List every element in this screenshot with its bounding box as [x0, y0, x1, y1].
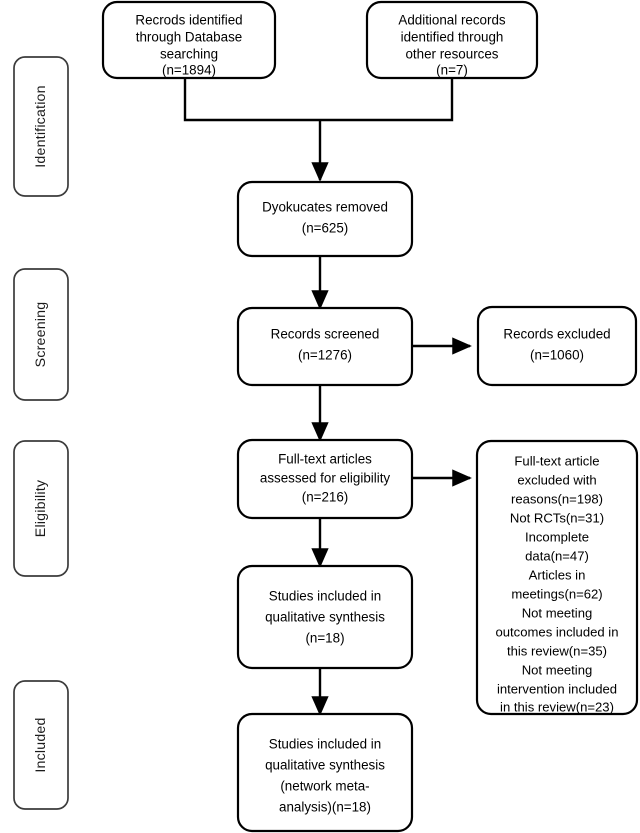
node-network-meta-analysis-box	[236, 712, 414, 833]
node-records-screened-box	[236, 306, 414, 387]
node-additional-records-box	[365, 0, 539, 80]
connector-merge-identification	[183, 78, 454, 122]
node-qualitative-synthesis-box	[236, 564, 414, 670]
node-database-records-line-2: through Database	[136, 30, 242, 45]
node-fulltext-excluded-line-11: this review(n=35)	[507, 643, 607, 658]
node-fulltext-assessed-line-3: (n=216)	[302, 490, 349, 505]
node-fulltext-assessed: Full-text articles assessed for eligibil…	[236, 438, 414, 520]
node-fulltext-excluded-line-6: data(n=47)	[525, 548, 589, 563]
node-network-meta-analysis: Studies included in qualitative synthesi…	[236, 712, 414, 833]
node-network-meta-analysis-line-4: analysis)(n=18)	[279, 800, 371, 815]
node-additional-records: Additional records identified through ot…	[365, 0, 539, 80]
node-fulltext-excluded-line-4: Not RCTs(n=31)	[510, 510, 604, 525]
stage-screening-box	[13, 268, 69, 401]
stage-included-text: Included	[33, 717, 49, 772]
node-fulltext-excluded-line-5: Incomplete	[525, 529, 589, 544]
node-database-records-box	[101, 0, 277, 80]
node-fulltext-assessed-box	[236, 438, 414, 520]
node-fulltext-excluded-line-7: Articles in	[529, 567, 586, 582]
node-fulltext-excluded-box	[475, 439, 639, 716]
node-fulltext-excluded-line-2: excluded with	[517, 472, 596, 487]
node-network-meta-analysis-line-1: Studies included in	[269, 737, 381, 752]
node-database-records: Recrods identified through Database sear…	[101, 0, 277, 80]
node-records-screened-line-2: (n=1276)	[298, 348, 352, 363]
node-network-meta-analysis-line-2: qualitative synthesis	[265, 758, 385, 773]
node-fulltext-excluded-line-12: Not meeting	[522, 662, 593, 677]
node-database-records-line-4: (n=1894)	[162, 63, 216, 78]
stage-eligibility-box	[13, 440, 69, 577]
node-records-excluded-line-2: (n=1060)	[530, 348, 584, 363]
node-records-screened-line-1: Records screened	[271, 327, 380, 342]
node-records-excluded: Records excluded (n=1060)	[476, 305, 638, 387]
node-qualitative-synthesis-line-3: (n=18)	[305, 631, 344, 646]
node-fulltext-excluded-line-10: outcomes included in	[495, 624, 618, 639]
node-duplicates-removed-line-1: Dyokucates removed	[262, 200, 388, 215]
node-fulltext-excluded-line-1: Full-text article	[514, 453, 599, 468]
stage-label-eligibility: Eligibility	[13, 440, 69, 577]
node-fulltext-assessed-line-1: Full-text articles	[278, 452, 372, 467]
node-duplicates-removed-box	[236, 180, 414, 258]
stage-eligibility-text: Eligibility	[33, 479, 49, 537]
node-fulltext-excluded: Full-text article excluded with reasons(…	[475, 439, 639, 716]
node-database-records-line-1: Recrods identified	[135, 13, 242, 28]
stage-screening-text: Screening	[33, 302, 49, 368]
node-records-excluded-line-1: Records excluded	[503, 327, 610, 342]
node-fulltext-excluded-line-13: intervention included	[497, 681, 617, 696]
stage-identification-text: Identification	[33, 85, 49, 167]
node-qualitative-synthesis-line-1: Studies included in	[269, 589, 381, 604]
node-additional-records-line-2: identified through	[401, 30, 504, 45]
node-qualitative-synthesis: Studies included in qualitative synthesi…	[236, 564, 414, 670]
node-database-records-line-3: searching	[160, 47, 218, 62]
node-fulltext-excluded-line-3: reasons(n=198)	[511, 491, 603, 506]
node-fulltext-assessed-line-2: assessed for eligibility	[260, 471, 391, 486]
stage-label-included: Included	[13, 680, 69, 810]
node-additional-records-line-1: Additional records	[398, 13, 505, 28]
node-fulltext-excluded-line-8: meetings(n=62)	[511, 586, 602, 601]
node-additional-records-line-4: (n=7)	[436, 63, 468, 78]
node-network-meta-analysis-line-3: (network meta-	[280, 779, 369, 794]
node-duplicates-removed-line-2: (n=625)	[302, 221, 349, 236]
stage-label-identification: Identification	[13, 56, 69, 197]
node-qualitative-synthesis-line-2: qualitative synthesis	[265, 610, 385, 625]
node-fulltext-excluded-line-9: Not meeting	[522, 605, 593, 620]
node-duplicates-removed: Dyokucates removed (n=625)	[236, 180, 414, 258]
node-records-screened: Records screened (n=1276)	[236, 306, 414, 387]
node-additional-records-line-3: other resources	[405, 47, 498, 62]
stage-label-screening: Screening	[13, 268, 69, 401]
stage-identification-box	[13, 56, 69, 197]
stage-included-box	[13, 680, 69, 810]
node-records-excluded-box	[476, 305, 638, 387]
node-fulltext-excluded-line-14: in this review(n=23)	[500, 699, 614, 714]
